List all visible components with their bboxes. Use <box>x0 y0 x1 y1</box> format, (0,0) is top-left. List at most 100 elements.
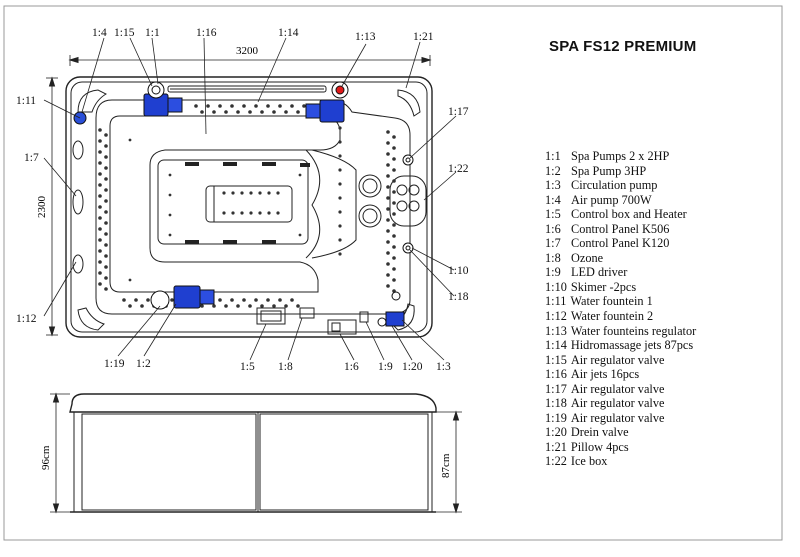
jet-dot <box>386 284 390 288</box>
callout-1-11: 1:11 <box>16 95 36 107</box>
legend-code: 1:12 <box>545 309 567 324</box>
jet-dot <box>302 104 306 108</box>
jet-dot <box>98 128 102 132</box>
legend-code: 1:15 <box>545 352 567 367</box>
legend-code: 1:17 <box>545 381 567 396</box>
legend-label: Water fountein 2 <box>570 309 654 324</box>
jet-dot <box>98 205 102 209</box>
jet-dot <box>338 140 342 144</box>
jet-dot <box>338 126 342 130</box>
legend-label: Ice box <box>570 454 608 469</box>
jet-dot <box>98 282 102 286</box>
jet-dot <box>98 172 102 176</box>
jet-dot <box>338 224 342 228</box>
jet-dot <box>386 229 390 233</box>
jet-dot <box>392 190 396 194</box>
jet-dot <box>104 276 108 280</box>
jet-dot <box>230 298 234 302</box>
jet-dot <box>284 304 288 308</box>
legend-code: 1:14 <box>545 338 567 353</box>
jet-dot <box>104 199 108 203</box>
jet-dot <box>267 211 271 215</box>
jet-dot <box>128 278 132 282</box>
jet-dot <box>276 191 280 195</box>
jet-dot <box>392 146 396 150</box>
jet-dot <box>222 191 226 195</box>
legend-code: 1:22 <box>545 454 567 469</box>
jet-markers <box>98 104 396 308</box>
jet-dot <box>104 232 108 236</box>
jet-dot <box>276 211 280 215</box>
jet-dot <box>98 139 102 143</box>
jet-dot <box>212 110 216 114</box>
jet-dot <box>170 298 174 302</box>
jet-dot <box>338 210 342 214</box>
jet-dot <box>168 233 172 237</box>
jet-dot <box>98 227 102 231</box>
jet-dot <box>338 238 342 242</box>
legend-label: Air regulator valve <box>570 352 665 367</box>
jet-dot <box>236 304 240 308</box>
jet-dot <box>140 304 144 308</box>
jet-dot <box>249 191 253 195</box>
jet-dot <box>249 211 253 215</box>
jet-dot <box>104 287 108 291</box>
jet-dot <box>98 194 102 198</box>
legend-code: 1:16 <box>545 367 567 382</box>
jet-dot <box>392 278 396 282</box>
jet-dot <box>104 155 108 159</box>
legend-item: 1:2 Spa Pump 3HP <box>545 164 696 179</box>
jet-dot <box>296 110 300 114</box>
legend-code: 1:6 <box>545 221 561 236</box>
legend-code: 1:4 <box>545 192 561 207</box>
jet-dot <box>248 110 252 114</box>
jet-dot <box>104 254 108 258</box>
jet-dot <box>230 104 234 108</box>
jet-dot <box>267 191 271 195</box>
legend-label: Spa Pump 3HP <box>571 163 647 178</box>
jet-dot <box>254 104 258 108</box>
legend-code: 1:2 <box>545 163 561 178</box>
legend-code: 1:5 <box>545 207 561 222</box>
jet-dot <box>386 273 390 277</box>
legend-code: 1:20 <box>545 425 567 440</box>
jet-dot <box>290 298 294 302</box>
jet-dot <box>258 191 262 195</box>
callout-1-14: 1:14 <box>278 27 299 39</box>
jet-dot <box>168 173 172 177</box>
legend-code: 1:13 <box>545 323 567 338</box>
jet-dot <box>240 191 244 195</box>
jet-dot <box>200 110 204 114</box>
jet-dot <box>386 152 390 156</box>
top-view <box>46 55 433 338</box>
air-regulator-valves <box>391 154 414 301</box>
jet-dot <box>386 130 390 134</box>
jet-dot <box>338 196 342 200</box>
jet-dot <box>338 252 342 256</box>
jet-dot <box>386 251 390 255</box>
jet-dot <box>231 211 235 215</box>
legend-label: Control Panel K120 <box>571 236 670 251</box>
jet-dot <box>104 133 108 137</box>
callout-1-20: 1:20 <box>402 361 423 373</box>
page-border <box>3 5 783 541</box>
jet-dot <box>224 304 228 308</box>
jet-dot <box>298 173 302 177</box>
jet-dot <box>338 154 342 158</box>
jet-dot <box>392 168 396 172</box>
jet-dot <box>386 240 390 244</box>
depth-dimension: 2300 <box>36 196 48 219</box>
